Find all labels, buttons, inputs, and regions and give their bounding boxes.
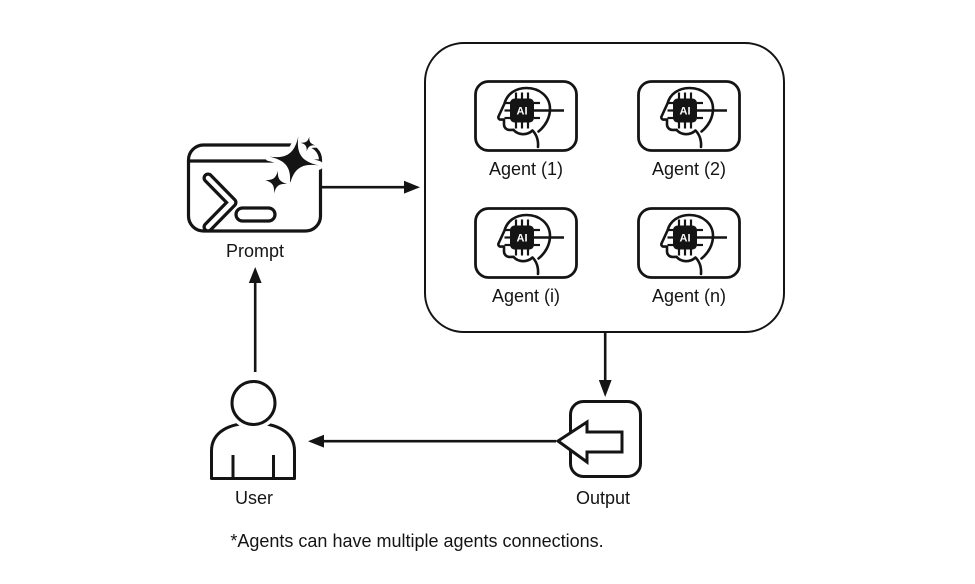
ai-chip-icon (510, 225, 534, 250)
terminal-sparkles-icon (186, 131, 324, 233)
agents-group-box: AI Agent (1) AI (424, 42, 785, 333)
ai-chip-icon (510, 98, 534, 123)
agent-node-i: AI Agent (i) (474, 207, 578, 307)
agent-label-1: Agent (1) (488, 159, 564, 179)
agent-label-2: Agent (2) (651, 159, 727, 179)
arrow-user-to-prompt (248, 267, 262, 372)
agent-node-2: AI Agent (2) (637, 80, 741, 180)
ai-head-icon: AI (637, 80, 741, 152)
arrow-prompt-to-agents (319, 180, 420, 194)
ai-head-icon: AI (637, 207, 741, 279)
arrow-agents-to-output (598, 332, 612, 397)
ai-chip-icon (673, 225, 697, 250)
ai-head-icon: AI (474, 80, 578, 152)
ai-chip-text: AI (517, 233, 528, 245)
user-node (205, 368, 301, 480)
agent-node-n: AI Agent (n) (637, 207, 741, 307)
output-node (552, 398, 644, 480)
agent-label-i: Agent (i) (491, 286, 561, 306)
user-label: User (234, 488, 273, 508)
ai-chip-text: AI (680, 106, 691, 118)
agent-node-1: AI Agent (1) (474, 80, 578, 180)
prompt-label: Prompt (225, 241, 285, 261)
footnote-text: *Agents can have multiple agents connect… (230, 531, 604, 551)
ai-chip-text: AI (680, 233, 691, 245)
ai-head-icon: AI (474, 207, 578, 279)
sparkle-medium-icon (261, 167, 291, 197)
output-label: Output (575, 488, 631, 508)
ai-chip-text: AI (517, 106, 528, 118)
person-icon (210, 376, 296, 480)
ai-chip-icon (673, 98, 697, 123)
prompt-node (183, 130, 325, 238)
sparkle-small-icon (298, 134, 318, 154)
export-left-arrow-icon (555, 400, 642, 478)
arrow-output-to-user (308, 434, 556, 448)
agent-label-n: Agent (n) (651, 286, 727, 306)
terminal-cursor-icon (234, 206, 277, 223)
